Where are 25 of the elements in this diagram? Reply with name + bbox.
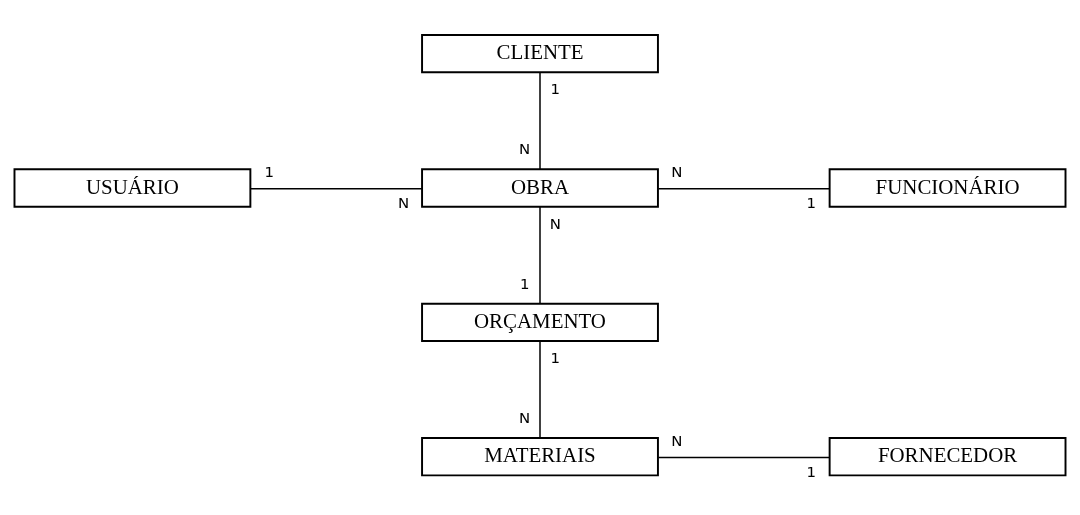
node-box: USUÁRIO <box>13 167 252 208</box>
node-box: ORÇAMENTO <box>421 302 659 342</box>
connector <box>539 339 541 438</box>
label: N <box>519 139 531 158</box>
node-box: FUNCIONÁRIO <box>828 167 1067 208</box>
connector <box>250 187 423 189</box>
label: 1 <box>806 193 816 212</box>
connector <box>657 187 831 189</box>
connector <box>539 71 541 170</box>
label: N <box>398 193 410 212</box>
connector <box>657 456 831 458</box>
label: 1 <box>519 274 530 293</box>
label: 1 <box>264 162 274 181</box>
node-box: OBRA <box>421 167 659 208</box>
label: N <box>671 431 683 450</box>
node-box: FORNECEDOR <box>828 436 1067 476</box>
label: 1 <box>550 348 561 367</box>
label: 1 <box>806 462 816 481</box>
node-box: MATERIAIS <box>421 436 659 476</box>
label: N <box>671 162 683 181</box>
label: N <box>519 408 531 427</box>
connector <box>539 205 541 304</box>
label: 1 <box>550 79 561 98</box>
label: N <box>549 214 561 233</box>
node-box: CLIENTE <box>421 33 659 73</box>
